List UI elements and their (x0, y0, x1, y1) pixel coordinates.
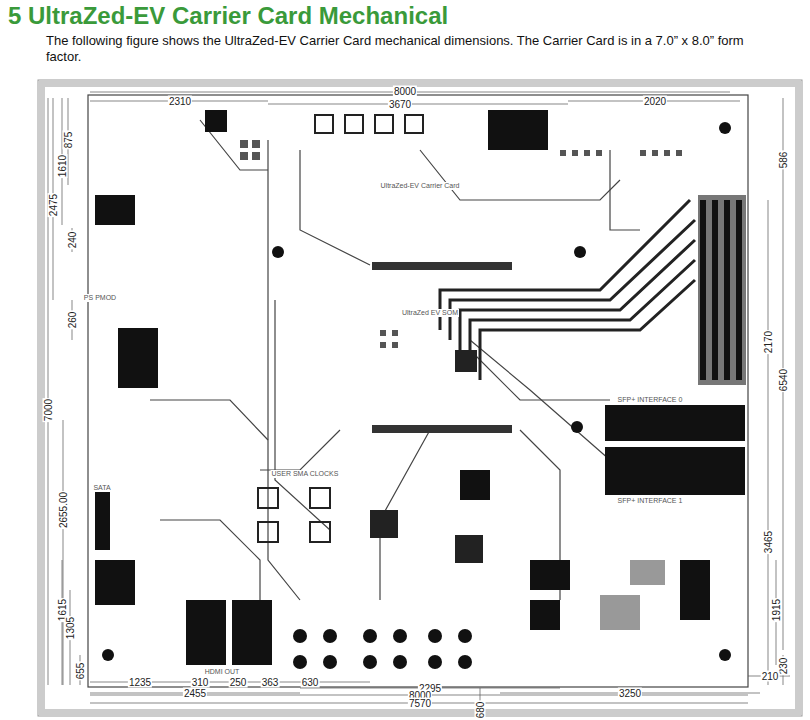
silkscreen-label: USER SMA CLOCKS (271, 470, 340, 478)
dimension-value: 3670 (388, 99, 412, 110)
body-paragraph: The following figure shows the UltraZed-… (46, 33, 746, 65)
dimension-value: 2310 (168, 96, 192, 107)
section-heading: 5 UltraZed-EV Carrier Card Mechanical (8, 2, 448, 30)
dimension-value: 6540 (778, 368, 789, 392)
dimension-value: 2455 (183, 688, 207, 699)
dimension-value: 1610 (57, 154, 68, 178)
dimension-value: 3465 (763, 530, 774, 554)
dimension-value: 250 (229, 677, 248, 688)
dimension-value: 875 (63, 131, 74, 150)
dimension-value: 3250 (618, 688, 642, 699)
silkscreen-label: HDMI OUT (204, 668, 241, 676)
dimension-value: 363 (261, 677, 280, 688)
dimension-value: 1915 (771, 598, 782, 622)
dimension-value: 310 (191, 677, 210, 688)
dimension-value: 1305 (65, 616, 76, 640)
dimension-value: 630 (301, 677, 320, 688)
dimension-value: 7000 (43, 398, 54, 422)
dimension-value: 7570 (408, 698, 432, 709)
dimension-value: 210 (761, 671, 780, 682)
dimension-value: 2475 (48, 193, 59, 217)
dimension-value: 1235 (128, 677, 152, 688)
silkscreen-label: SATA (92, 484, 111, 492)
dimension-value: 586 (778, 151, 789, 170)
dimension-value: 260 (67, 311, 78, 330)
silkscreen-label: UltraZed-EV Carrier Card (380, 182, 461, 190)
dimension-value: 2020 (643, 96, 667, 107)
silkscreen-label: SFP+ INTERFACE 0 (617, 396, 684, 404)
silkscreen-label: SFP+ INTERFACE 1 (617, 497, 684, 505)
dimension-value: 8000 (393, 86, 417, 97)
silkscreen-label: PS PMOD (83, 294, 117, 302)
dimension-value: 655 (75, 662, 86, 681)
dimension-value: 240 (67, 231, 78, 250)
silkscreen-label: UltraZed EV SOM (401, 309, 459, 317)
dimension-value: 680 (475, 701, 486, 720)
dimension-value: 2655.00 (58, 491, 69, 529)
dimension-value: 2170 (763, 330, 774, 354)
